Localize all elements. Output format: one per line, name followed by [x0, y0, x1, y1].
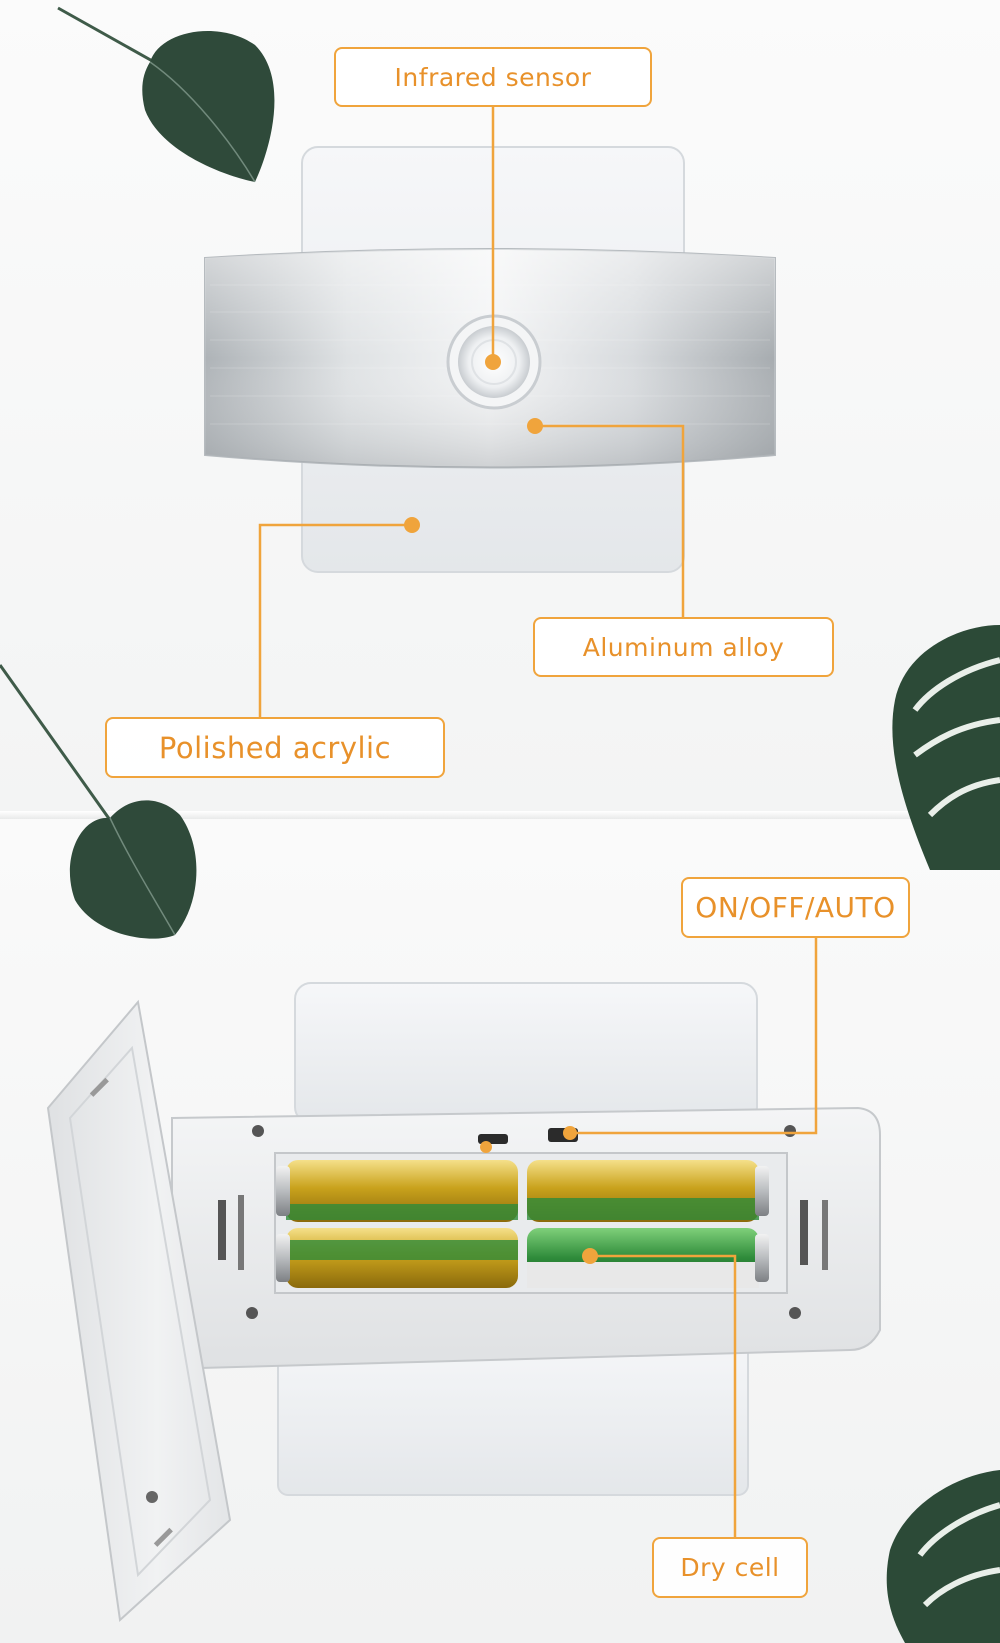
leader-switch	[570, 938, 818, 1135]
dot-acrylic	[404, 517, 420, 533]
leaf-right-top	[892, 625, 1000, 870]
callout-polished-acrylic: Polished acrylic	[105, 717, 445, 778]
acrylic-body-bottom	[277, 982, 758, 1496]
dot-aluminum	[527, 418, 543, 434]
callout-dry-cell: Dry cell	[652, 1537, 808, 1598]
callout-aluminum-alloy: Aluminum alloy	[533, 617, 834, 677]
panel-divider	[0, 811, 1000, 819]
leader-aluminum	[535, 424, 685, 617]
battery-cover	[46, 999, 232, 1623]
leader-drycell	[590, 1254, 737, 1537]
leaf-right-bottom	[886, 1470, 1000, 1643]
leader-acrylic	[258, 523, 412, 717]
callout-infrared-label: Infrared sensor	[394, 62, 592, 92]
battery-top-left	[276, 1160, 518, 1222]
callout-aluminum-label: Aluminum alloy	[582, 632, 785, 662]
battery-bottom-left	[276, 1228, 518, 1288]
callout-infrared-sensor: Infrared sensor	[334, 47, 652, 107]
callout-acrylic-label: Polished acrylic	[158, 730, 392, 765]
dot-switch	[563, 1126, 577, 1140]
callout-on-off-auto: ON/OFF/AUTO	[681, 877, 910, 938]
callout-drycell-label: Dry cell	[680, 1553, 780, 1582]
battery-bottom-right	[527, 1228, 769, 1288]
dot-infrared	[485, 354, 501, 370]
battery-top-right	[527, 1160, 769, 1222]
leaf-mid-left	[0, 664, 197, 939]
callout-switch-label: ON/OFF/AUTO	[695, 891, 896, 924]
dot-drycell	[582, 1248, 598, 1264]
leaf-top-left	[57, 6, 275, 183]
dot-switch-small	[480, 1141, 492, 1153]
